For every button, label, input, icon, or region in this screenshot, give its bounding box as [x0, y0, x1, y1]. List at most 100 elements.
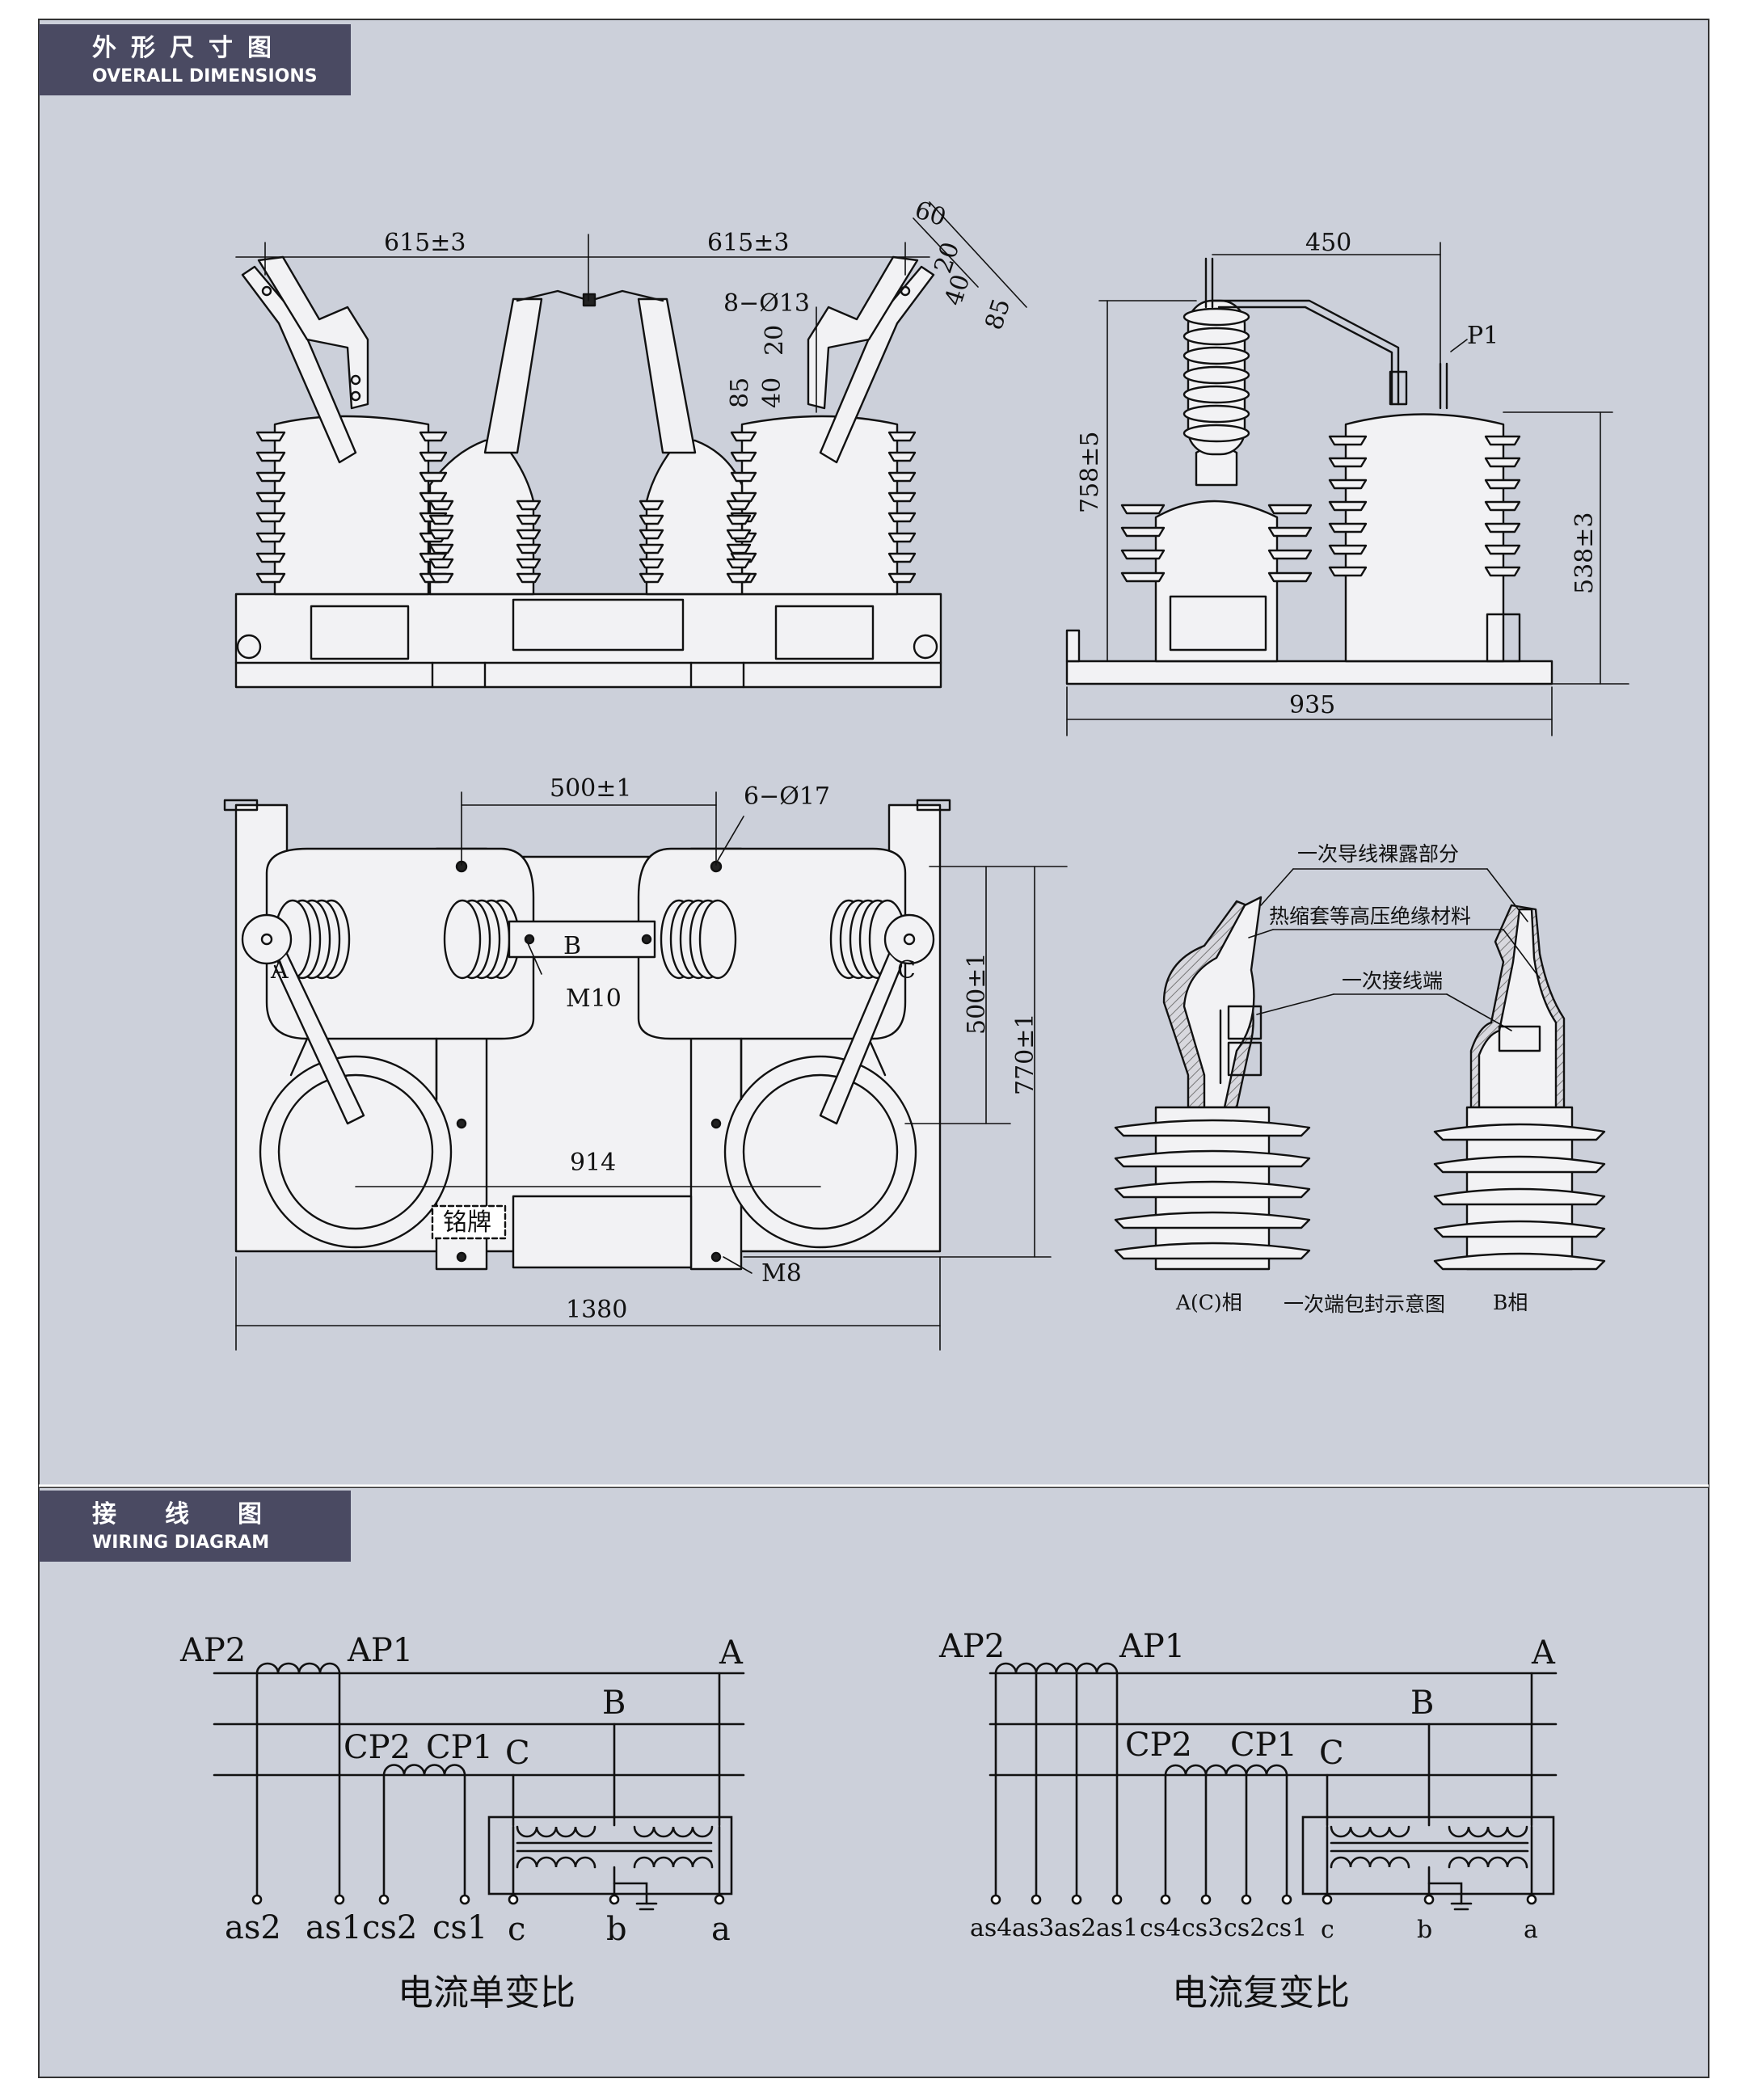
top-hole-label: 6−Ø17 [744, 782, 830, 811]
insulator-rib [255, 491, 286, 503]
multi-c: C [1319, 1735, 1344, 1772]
insulator-rib [1484, 500, 1521, 512]
encapsulation-detail [1114, 868, 1606, 1271]
insulator-rib [1267, 571, 1313, 583]
section-title-cn: 接线图 [92, 1500, 310, 1529]
insulator-shed [1114, 1119, 1311, 1137]
front-dim-40b: 40 [758, 377, 786, 408]
multi-ap2: AP2 [938, 1628, 1005, 1665]
insulator-rib [639, 543, 664, 555]
insulator-shed [1182, 327, 1250, 346]
insulator-shed [1114, 1180, 1311, 1199]
insulator-rib [516, 572, 542, 584]
insulator-shed [1433, 1155, 1606, 1174]
insulator-rib [255, 471, 286, 483]
side-dim-758: 758±5 [1076, 432, 1104, 513]
top-bolt-m8: M8 [761, 1259, 802, 1288]
top-dim-914: 914 [570, 1149, 616, 1177]
multi-a: A [1531, 1634, 1556, 1672]
insulator-rib [639, 572, 664, 584]
insulator-rib [428, 543, 454, 555]
caption-b-phase: B相 [1493, 1291, 1528, 1314]
insulator-rib [1120, 571, 1166, 583]
insulator-shed [1182, 385, 1250, 404]
insulator-rib [1328, 500, 1368, 512]
detail-insulator-ribs [1114, 1106, 1606, 1271]
top-insulator-discs [273, 899, 907, 980]
single-a: A [719, 1634, 744, 1672]
insulator-rib [516, 529, 542, 540]
insulator-rib [726, 558, 752, 569]
insulator-shed [1182, 365, 1250, 385]
insulator-shed [1433, 1252, 1606, 1271]
insulator-rib [726, 514, 752, 525]
top-dim-500v: 500±1 [963, 953, 991, 1035]
label-primary-terminal: 一次接线端 [1342, 969, 1443, 993]
multi-terminal-cs4: cs4 [1140, 1914, 1181, 1942]
insulator-shed [1114, 1242, 1311, 1260]
insulator-rib [255, 451, 286, 462]
multi-terminal-cs2: cs2 [1224, 1914, 1265, 1942]
label-heatshrink: 热缩套等高压绝缘材料 [1269, 905, 1471, 928]
front-hole-label: 8−Ø13 [723, 289, 810, 318]
section-title-cn: 外形尺寸图 [92, 34, 286, 62]
insulator-shed [1433, 1220, 1606, 1238]
front-dim-right: 615±3 [707, 229, 789, 257]
single-terminal-c: c [508, 1911, 525, 1948]
multi-cp2: CP2 [1125, 1727, 1192, 1764]
front-view [234, 201, 1027, 689]
insulator-rib [639, 514, 664, 525]
single-cp1: CP1 [426, 1729, 493, 1766]
wiring-multi-diagram [989, 1662, 1558, 1911]
insulator-rib [255, 552, 286, 563]
insulator-rib [730, 431, 757, 442]
multi-terminal-as2: as2 [1054, 1914, 1096, 1942]
insulator-rib [730, 471, 757, 483]
side-dim-935: 935 [1289, 691, 1335, 719]
insulator-rib [516, 558, 542, 569]
insulator-shed [1433, 1123, 1606, 1141]
insulator-rib [1267, 504, 1313, 515]
insulator-rib [887, 512, 917, 523]
front-insulator-ribs [255, 431, 917, 584]
insulator-disc [698, 899, 737, 980]
insulator-rib [887, 451, 917, 462]
insulator-rib [1120, 526, 1166, 538]
insulator-rib [730, 491, 757, 503]
top-phase-a: A [270, 956, 289, 985]
insulator-rib [516, 543, 542, 555]
insulator-rib [1328, 522, 1368, 533]
insulator-rib [419, 471, 448, 483]
insulator-rib [419, 491, 448, 503]
multi-terminal-c: c [1321, 1916, 1334, 1944]
section-tab-wiring: 接线图 WIRING DIAGRAM [39, 1491, 351, 1562]
single-terminal-cs1: cs1 [432, 1909, 487, 1946]
caption-ac-phase: A(C)相 [1175, 1291, 1242, 1314]
insulator-rib [1484, 522, 1521, 533]
insulator-rib [419, 451, 448, 462]
insulator-rib [428, 558, 454, 569]
multi-terminal-cs1: cs1 [1266, 1914, 1307, 1942]
insulator-rib [1267, 549, 1313, 560]
single-terminal-b: b [606, 1911, 627, 1948]
multi-cp1: CP1 [1230, 1727, 1297, 1764]
top-view [223, 791, 1068, 1351]
multi-terminal-as4: as4 [970, 1914, 1012, 1942]
insulator-rib [1484, 544, 1521, 555]
top-phase-b: B [563, 932, 581, 960]
insulator-rib [887, 431, 917, 442]
insulator-rib [887, 572, 917, 584]
insulator-rib [639, 529, 664, 540]
insulator-rib [516, 514, 542, 525]
top-bolt-m10: M10 [566, 985, 622, 1013]
side-label-p1: P1 [1467, 322, 1499, 350]
insulator-shed [1182, 404, 1250, 424]
insulator-rib [726, 572, 752, 584]
front-dim-85b: 85 [726, 377, 754, 408]
top-dim-1380: 1380 [566, 1296, 627, 1324]
single-ap2: AP2 [179, 1632, 246, 1669]
insulator-rib [887, 471, 917, 483]
side-view [1065, 242, 1629, 736]
section-title-en: OVERALL DIMENSIONS [92, 66, 318, 86]
